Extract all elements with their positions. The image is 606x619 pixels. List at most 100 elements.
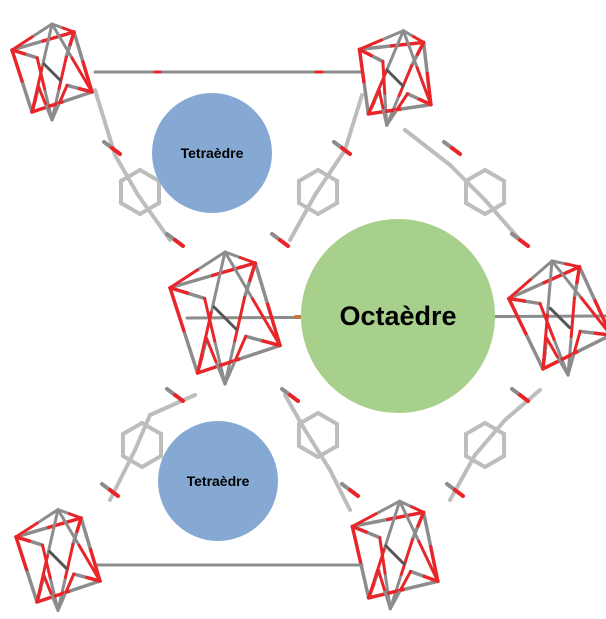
linker-ring [120,454,144,469]
cluster-bond [14,521,39,539]
cluster-bond [401,579,440,592]
cluster-bond [566,351,576,377]
cluster-core [384,544,406,566]
linker-bond [133,413,152,452]
cluster-bond [10,48,27,56]
linker-bond [473,418,507,457]
cluster-bond [27,539,45,547]
cluster-bond [50,22,74,60]
cluster-bond [350,512,378,528]
cluster-bond [70,56,94,94]
cluster-bond [68,512,83,520]
cluster-bond [398,569,413,592]
cluster-bond [410,505,426,514]
cluster-bond [367,548,386,600]
cluster-bond [185,291,207,301]
linker-ring [140,421,164,436]
cluster-bond [401,29,419,70]
cluster-bond [248,261,257,283]
cluster-bond [14,535,31,543]
cluster-bond [61,26,76,34]
cluster-bond [395,92,410,112]
octahedral-cage: Octaèdre [301,219,495,413]
cluster-bond [397,64,414,98]
cluster-bond [79,516,93,552]
cluster-bond [30,22,54,39]
linker-bond [136,193,172,242]
cluster-bond [30,66,44,114]
cluster-bond [66,579,102,594]
cluster-bond [399,538,414,576]
carboxylate [450,146,462,156]
cluster-bond [416,510,426,528]
carboxylate [108,488,120,498]
cluster-bond [64,572,76,594]
carboxylate [518,238,530,248]
cluster-bond [382,499,402,552]
linker-bond [113,153,140,197]
cluster-bond [575,265,582,285]
cluster-bond [251,297,282,347]
cluster-bond [77,543,102,583]
cluster-bond [65,83,82,91]
cluster-bond [408,569,426,579]
cluster-bond [384,29,405,74]
linker-ring [316,168,340,183]
cluster-core [548,306,572,330]
linker-ring [140,454,164,469]
cluster-bond [577,265,597,303]
cluster-bond [22,52,39,60]
linker-ring [463,168,487,183]
cluster-bond [555,355,570,377]
cluster-bond [421,510,433,549]
linker-ring [120,421,144,436]
cluster-bond [10,39,45,52]
carboxylate [348,488,360,498]
cluster-bond [168,286,186,333]
carboxylate [518,393,530,403]
cluster-bond [385,108,399,127]
cluster-bond [575,335,606,354]
linker-ring [296,411,320,426]
cluster-bond [77,86,94,94]
cluster-bond [42,574,53,595]
cluster-bond [357,47,366,84]
cluster-bond [72,30,85,64]
cluster-core [42,62,62,82]
cluster-bond [569,296,576,339]
cluster-core [212,305,238,331]
tetrahedral-cage-bottom: Tetraèdre [158,421,278,541]
cluster-core [385,68,405,88]
cluster-bond [550,259,583,300]
cluster-bond [358,560,371,600]
cluster-bond [168,273,215,290]
linker-bond [328,468,352,512]
cluster-bond [261,339,282,348]
linker-ring [483,454,507,469]
linker-ring [296,201,320,216]
linker-ring [316,444,340,459]
cluster-bond [381,106,389,127]
carboxylate [288,393,300,403]
cluster-bond [366,70,388,116]
cluster-bond [382,588,392,611]
cluster-bond [58,83,69,105]
cluster-bond [214,359,227,386]
cluster-bond [528,259,554,282]
cluster-bond [37,85,47,106]
carboxylate [173,238,185,248]
cluster-bond [223,250,254,301]
cluster-bond [35,508,60,525]
cluster-bond [377,569,386,592]
cluster-bond [238,256,257,265]
cluster-bond [411,35,426,44]
cluster-bond [72,572,89,580]
cluster-bond [522,299,542,306]
cluster-bond [350,524,368,534]
cluster-bond [545,336,559,359]
cluster-bond [265,302,282,348]
cluster-bond [233,296,247,343]
cluster-bond [56,508,81,547]
cluster-bond [223,250,242,259]
